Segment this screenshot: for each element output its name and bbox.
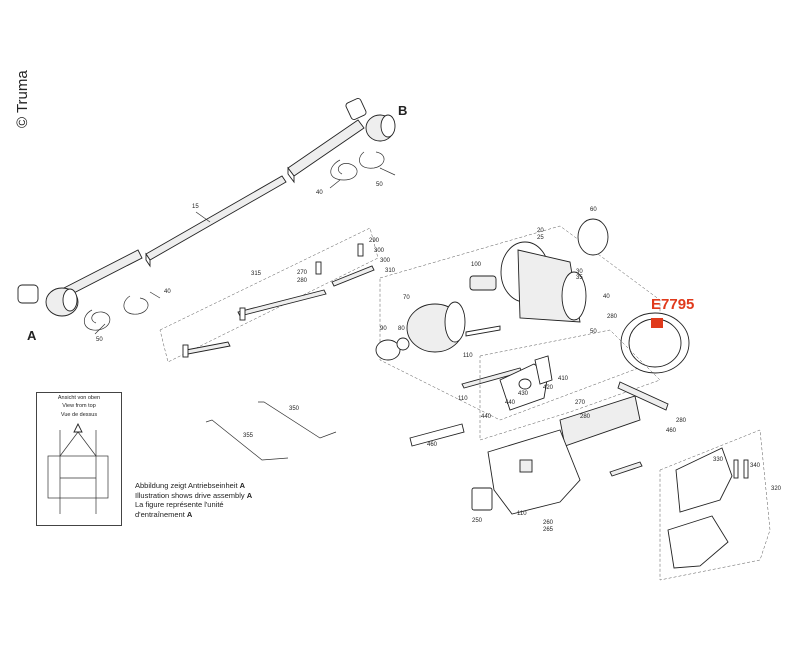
callout: 270 bbox=[575, 400, 586, 406]
callout: 70 bbox=[403, 295, 410, 301]
inset-title-de: Ansicht von oben bbox=[57, 395, 101, 401]
shaft-15 bbox=[145, 175, 287, 268]
callout: 50 bbox=[376, 182, 383, 188]
note-line-fr2: d'entraînement A bbox=[135, 509, 193, 519]
callout: 110 bbox=[458, 396, 468, 402]
callout: 15 bbox=[192, 204, 199, 210]
callout: 420 bbox=[543, 385, 554, 391]
callout: 280 bbox=[676, 418, 687, 424]
callout: 250 bbox=[472, 518, 483, 524]
callout: 440 bbox=[505, 400, 516, 406]
callout: 40 bbox=[603, 294, 610, 300]
pedals bbox=[205, 401, 337, 461]
callout: 40 bbox=[316, 190, 323, 196]
callout: 430 bbox=[518, 391, 529, 397]
note-line-en: Illustration shows drive assembly A bbox=[135, 490, 253, 500]
callout: 460 bbox=[666, 428, 677, 434]
assembly-label-a: A bbox=[27, 328, 37, 343]
assembly-b bbox=[287, 97, 396, 189]
callout: 350 bbox=[289, 406, 300, 412]
assembly-label-b: B bbox=[398, 103, 407, 118]
callout: 330 bbox=[713, 457, 724, 463]
callout: 300 bbox=[380, 258, 391, 264]
callout: 460 bbox=[427, 442, 438, 448]
callout: 280 bbox=[607, 314, 618, 320]
rod-set-315 bbox=[159, 227, 379, 363]
top-view-inset: Ansicht von oben View from top Vue de de… bbox=[36, 392, 122, 526]
bracket-assembly bbox=[409, 329, 771, 581]
callout: 110 bbox=[463, 353, 473, 359]
callout: 280 bbox=[580, 414, 591, 420]
callout: 440 bbox=[481, 414, 492, 420]
callout: 280 bbox=[297, 278, 308, 284]
callout: 30 bbox=[576, 269, 583, 275]
callout: 355 bbox=[243, 433, 254, 439]
assembly-note: Abbildung zeigt Antriebseinheit A Illust… bbox=[135, 481, 252, 519]
callout: 60 bbox=[590, 207, 597, 213]
callout: 100 bbox=[471, 262, 482, 268]
callout: 310 bbox=[385, 268, 396, 274]
inset-title-fr: Vue de dessus bbox=[60, 411, 98, 418]
callout: 270 bbox=[297, 270, 308, 276]
callout: 320 bbox=[771, 486, 782, 492]
callout: 35 bbox=[576, 275, 583, 281]
callout: 80 bbox=[398, 326, 405, 332]
callout: 290 bbox=[369, 238, 380, 244]
part-number-label: E7795 bbox=[651, 296, 695, 313]
callout: 315 bbox=[251, 271, 262, 277]
callout: 50 bbox=[96, 337, 103, 343]
callout: 110 bbox=[517, 511, 527, 517]
callout: 40 bbox=[164, 289, 171, 295]
assembly-a bbox=[17, 249, 161, 335]
callout: 25 bbox=[537, 235, 544, 241]
callout: 50 bbox=[590, 329, 597, 335]
inset-drawing bbox=[47, 422, 109, 514]
callout: 265 bbox=[543, 527, 554, 533]
inset-title-en: View from top bbox=[62, 403, 96, 410]
callout: 90 bbox=[380, 326, 387, 332]
note-line-fr1: La figure représente l'unité bbox=[135, 500, 224, 510]
callout: 340 bbox=[750, 463, 761, 469]
copyright-label: © Truma bbox=[14, 70, 31, 128]
callout: 410 bbox=[558, 376, 569, 382]
callout: 20 bbox=[537, 228, 544, 234]
callout: 300 bbox=[374, 248, 385, 254]
callout: 260 bbox=[543, 520, 554, 526]
note-line-de: Abbildung zeigt Antriebseinheit A bbox=[135, 481, 246, 490]
